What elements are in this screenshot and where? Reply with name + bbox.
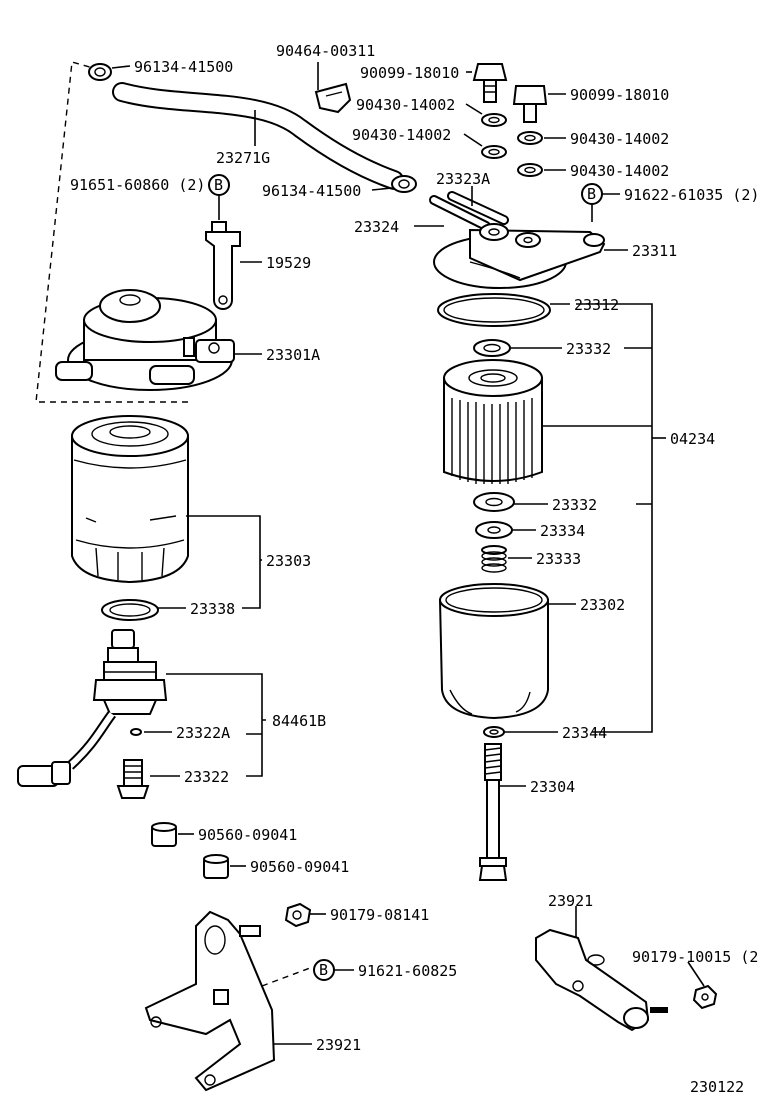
bracket-19529 bbox=[205, 231, 241, 310]
o-ring-23312 bbox=[437, 293, 551, 327]
gasket-90430-c bbox=[517, 131, 543, 145]
callout-91621-60825: 91621-60825 bbox=[358, 962, 457, 980]
callout-90430-14002-b: 90430-14002 bbox=[352, 126, 451, 144]
leader-90430-b bbox=[463, 133, 483, 147]
leader-23303 bbox=[186, 515, 261, 609]
hose-clamp-top bbox=[88, 63, 112, 81]
mount-bracket-23921-right bbox=[535, 928, 668, 1032]
o-ring-23338 bbox=[101, 599, 159, 621]
callout-90099-18010-b: 90099-18010 bbox=[570, 86, 669, 104]
callout-23312: 23312 bbox=[574, 296, 619, 314]
marker-b-right: B bbox=[587, 185, 596, 203]
spacer-90560-b bbox=[203, 854, 229, 879]
marker-b-bottom: B bbox=[319, 961, 328, 979]
callout-23271g: 23271G bbox=[216, 149, 270, 167]
union-bolt-90099-a bbox=[472, 63, 508, 103]
callout-23304: 23304 bbox=[530, 778, 575, 796]
o-ring-23344 bbox=[483, 726, 505, 738]
leader-90179-10015 bbox=[687, 961, 705, 987]
hose-clamp-mid bbox=[391, 175, 417, 193]
callout-23332-bottom: 23332 bbox=[552, 496, 597, 514]
assembly-dashed-boundary bbox=[35, 61, 190, 403]
callout-90560-09041-a: 90560-09041 bbox=[198, 826, 297, 844]
callout-23323a: 23323A bbox=[436, 170, 490, 188]
leader-96134-mid bbox=[371, 187, 393, 191]
callout-91651-60860: 91651-60860 (2) bbox=[70, 176, 205, 194]
callout-23301a: 23301A bbox=[266, 346, 320, 364]
callout-90430-14002-a: 90430-14002 bbox=[356, 96, 455, 114]
leader-90430-a bbox=[465, 103, 483, 115]
marker-b-left: B bbox=[214, 176, 223, 194]
callout-23302: 23302 bbox=[580, 596, 625, 614]
gasket-23332-bottom bbox=[473, 492, 515, 512]
callout-23921-left: 23921 bbox=[316, 1036, 361, 1054]
callout-23303: 23303 bbox=[266, 552, 311, 570]
gasket-90430-d bbox=[517, 163, 543, 177]
callout-90464-00311: 90464-00311 bbox=[276, 42, 375, 60]
callout-90099-18010-a: 90099-18010 bbox=[360, 64, 459, 82]
fuel-hose bbox=[112, 82, 404, 190]
leader-96134-top bbox=[111, 65, 131, 69]
gasket-90430-a bbox=[481, 113, 507, 127]
callout-23322a: 23322A bbox=[176, 724, 230, 742]
filter-head-23301a bbox=[55, 289, 235, 391]
leader-04234-ticks bbox=[624, 347, 652, 505]
callout-19529: 19529 bbox=[266, 254, 311, 272]
water-sensor-84461b bbox=[17, 629, 168, 787]
leader-84461b bbox=[166, 673, 263, 777]
diagram-code: 230122 bbox=[690, 1078, 744, 1096]
spacer-90560-a bbox=[151, 822, 177, 847]
spring-23333 bbox=[481, 545, 507, 573]
callout-90179-10015: 90179-10015 (2) bbox=[632, 948, 760, 966]
filter-bowl-23302 bbox=[438, 583, 549, 720]
callout-84461b: 84461B bbox=[272, 712, 326, 730]
callout-90179-08141: 90179-08141 bbox=[330, 906, 429, 924]
callout-23322: 23322 bbox=[184, 768, 229, 786]
leader-91621-dashed bbox=[261, 967, 311, 987]
callout-96134-41500-mid: 96134-41500 bbox=[262, 182, 361, 200]
center-bolt-23304 bbox=[478, 743, 508, 881]
pipe-fittings-23323a bbox=[429, 191, 509, 231]
washer-23334 bbox=[475, 521, 513, 539]
clip-90464 bbox=[314, 82, 352, 114]
callout-23334: 23334 bbox=[540, 522, 585, 540]
filter-element-04234 bbox=[443, 359, 543, 484]
fuel-filter-23303 bbox=[71, 415, 189, 584]
gasket-23332-top bbox=[473, 339, 511, 357]
callout-90430-14002-d: 90430-14002 bbox=[570, 162, 669, 180]
callout-23338: 23338 bbox=[190, 600, 235, 618]
callout-23324: 23324 bbox=[354, 218, 399, 236]
callout-23344: 23344 bbox=[562, 724, 607, 742]
callout-91622-61035: 91622-61035 (2) bbox=[624, 186, 759, 204]
callout-23921-right: 23921 bbox=[548, 892, 593, 910]
union-bolt-90099-b bbox=[512, 85, 548, 123]
leader-04234-bracket bbox=[576, 303, 653, 733]
nut-90179-08141 bbox=[284, 902, 312, 928]
callout-23333: 23333 bbox=[536, 550, 581, 568]
leader-84461b-mid bbox=[246, 719, 266, 735]
drain-plug-23322 bbox=[116, 759, 150, 799]
callout-96134-41500-top: 96134-41500 bbox=[134, 58, 233, 76]
callout-23332-top: 23332 bbox=[566, 340, 611, 358]
callout-04234: 04234 bbox=[670, 430, 715, 448]
nut-90179-10015 bbox=[692, 984, 718, 1010]
callout-90560-09041-b: 90560-09041 bbox=[250, 858, 349, 876]
gasket-90430-b bbox=[481, 145, 507, 159]
priming-pump-cover-23311 bbox=[433, 223, 606, 289]
callout-90430-14002-c: 90430-14002 bbox=[570, 130, 669, 148]
bolt-91651 bbox=[211, 221, 227, 233]
callout-23311: 23311 bbox=[632, 242, 677, 260]
o-ring-23322a bbox=[130, 728, 142, 736]
mount-bracket-23921-left bbox=[144, 910, 276, 1092]
